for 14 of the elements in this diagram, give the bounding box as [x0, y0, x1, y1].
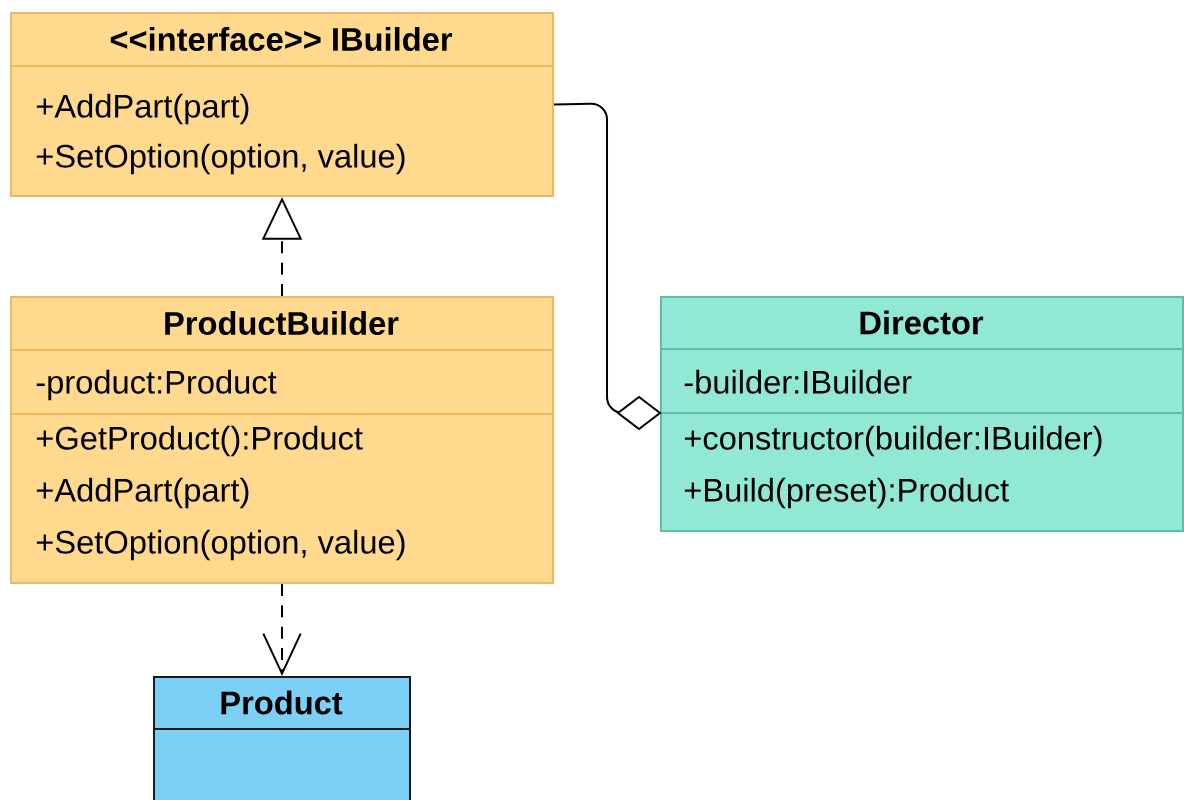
member-text: +GetProduct():Product	[36, 425, 363, 457]
class-name: Director	[860, 310, 984, 335]
class-name: ProductBuilder	[165, 311, 399, 335]
member-text: +AddPart(part)	[36, 93, 249, 125]
member-text: +SetOption(option, value)	[36, 143, 405, 175]
connector	[262, 583, 302, 676]
member-text: +AddPart(part)	[36, 477, 249, 509]
member-text: +SetOption(option, value)	[36, 529, 405, 561]
member-text: -product:Product	[36, 369, 277, 401]
class-name: Product	[221, 690, 343, 715]
class-name: <<interface>> IBuilder	[110, 27, 453, 51]
member-text: +constructor(builder:IBuilder)	[684, 425, 1102, 457]
member-text: +Build(preset):Product	[684, 477, 1009, 509]
member-text: -builder:IBuilder	[684, 369, 912, 394]
